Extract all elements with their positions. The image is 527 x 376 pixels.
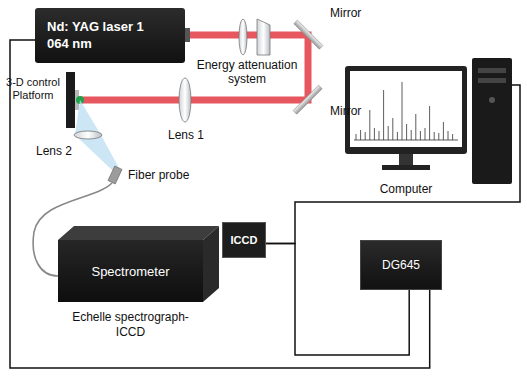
- node-label: Nd: YAG laser 1 064 nm: [47, 19, 155, 52]
- node-label: Computer: [345, 182, 467, 196]
- spectrum-peak: [392, 118, 393, 140]
- spectrum-peak: [415, 114, 416, 140]
- signal-cable: [266, 85, 520, 244]
- spectrum-peak: [356, 134, 357, 140]
- node-caption: Echelle spectrograph-ICCD: [58, 310, 203, 340]
- mirror-bottom: [293, 85, 322, 114]
- lens-label: Lens 1: [168, 128, 204, 142]
- attenuator-label: Energy attenuation system: [194, 58, 300, 87]
- spectrometer-box: SpectrometerEchelle spectrograph-ICCD: [58, 240, 203, 302]
- spectrometer-side-face: [203, 226, 219, 302]
- probe-label: Fiber probe: [128, 168, 189, 182]
- spectrum-peak: [406, 124, 407, 140]
- spectrum-peak: [374, 128, 375, 140]
- platform-label: 3-D control Platform: [2, 76, 64, 102]
- spectrum-peak: [452, 134, 453, 140]
- tower-drive: [478, 78, 506, 83]
- spectrum-peak: [443, 122, 444, 140]
- node-label: DG645: [382, 258, 420, 272]
- spectrum-peak: [360, 130, 361, 140]
- spectrometer-top-face: [58, 226, 219, 240]
- collection-cone-upper: [75, 100, 101, 135]
- collection-cone-lower: [75, 135, 119, 171]
- node-label: Spectrometer: [91, 264, 169, 279]
- tower-drive: [478, 68, 506, 73]
- mirror-label: Mirror: [330, 6, 361, 20]
- spectrum-peak: [383, 90, 384, 140]
- spectrum-peak: [397, 132, 398, 140]
- spectrum-peak: [411, 130, 412, 140]
- monitor-base: [382, 165, 430, 170]
- spectrum-peak: [379, 131, 380, 140]
- fiber-probe: [108, 166, 122, 184]
- laser-box: Nd: YAG laser 1 064 nm: [35, 8, 185, 63]
- signal-cable: [10, 40, 430, 368]
- lens-2: [74, 131, 102, 139]
- monitor-frame: [345, 66, 467, 154]
- platform-plate: [66, 72, 75, 128]
- mirror-top: [294, 20, 323, 49]
- iccd-camera: ICCD: [222, 222, 266, 258]
- spectrum-peak: [425, 128, 426, 140]
- node-label: ICCD: [231, 234, 258, 246]
- attenuator-wedge: [257, 19, 270, 55]
- mirror-label: Mirror: [330, 104, 361, 118]
- spectrum-peak: [402, 82, 403, 140]
- tower-button: [489, 97, 495, 103]
- spectrum-peak: [448, 131, 449, 140]
- spectrum-peak: [388, 126, 389, 140]
- lens-1: [179, 78, 191, 122]
- spectrum-peak: [369, 110, 370, 140]
- attenuator-lens: [239, 19, 247, 55]
- spectrum-peak: [434, 132, 435, 140]
- monitor-stand: [399, 154, 413, 165]
- lens-label: Lens 2: [36, 144, 72, 158]
- delay-generator: DG645: [360, 240, 442, 290]
- spectrum-peak: [420, 131, 421, 140]
- spectrum-peak: [365, 132, 366, 140]
- spectrum-peak: [429, 106, 430, 140]
- screen-spectrum: [354, 82, 458, 140]
- computer-tower: [472, 58, 512, 184]
- computer-unit: Computer: [345, 60, 512, 196]
- spectrum-peak: [438, 133, 439, 140]
- monitor-screen: [350, 71, 462, 147]
- spectrum-axis: [354, 140, 458, 141]
